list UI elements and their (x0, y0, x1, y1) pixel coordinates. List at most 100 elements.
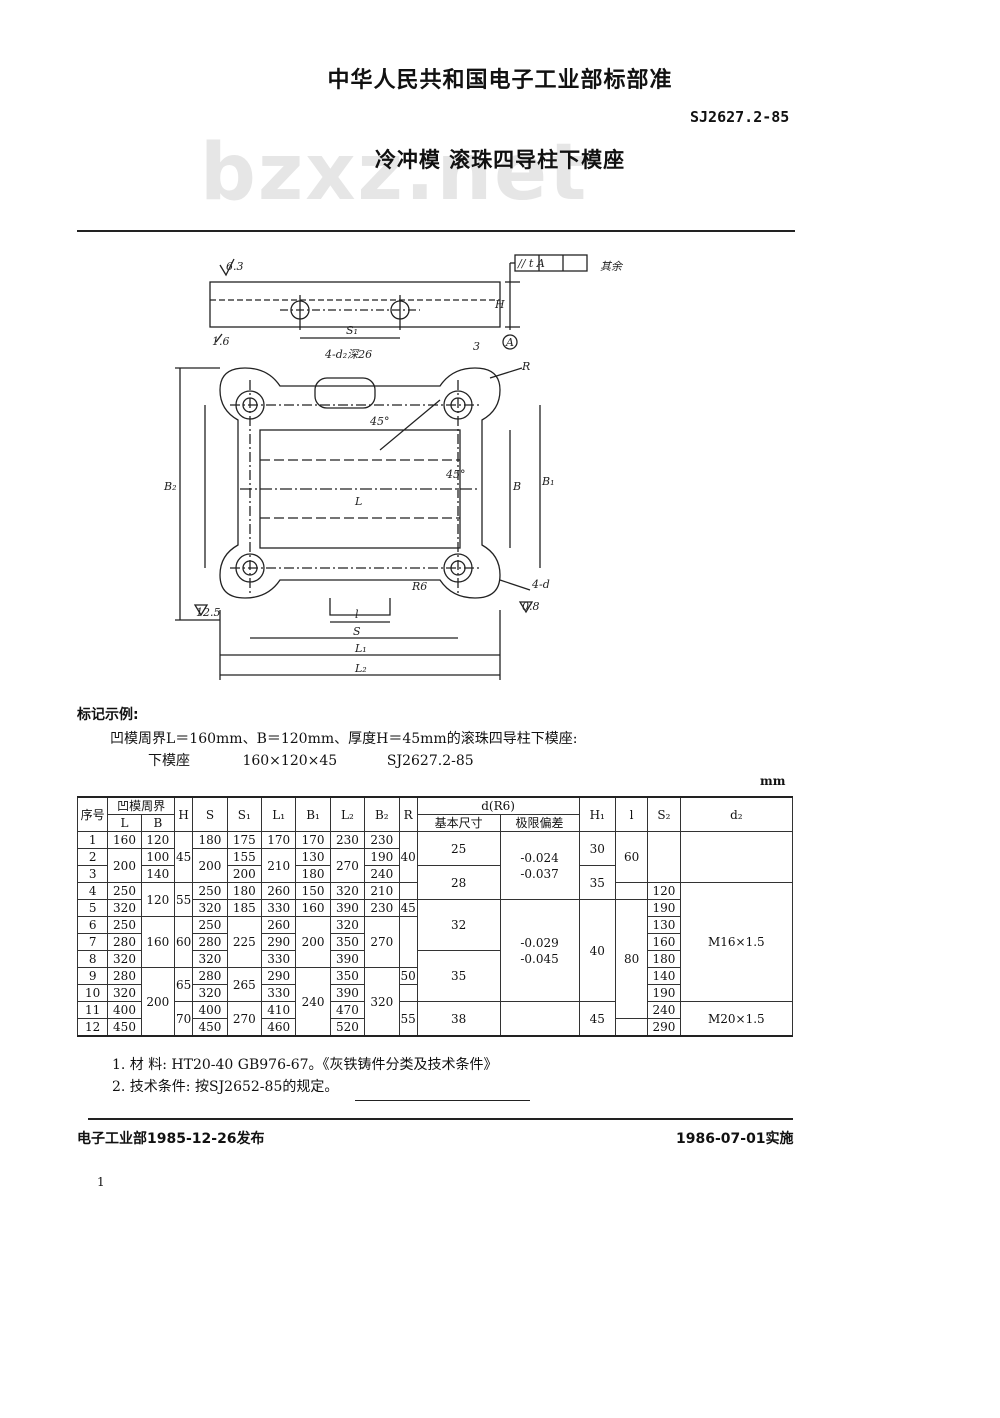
table-cell: 30 (578, 831, 616, 866)
example-description: 凹模周界L＝160mm、B＝120mm、厚度H＝45mm的滚珠四导柱下模座: (110, 731, 578, 747)
table-cell: 320 (192, 899, 228, 917)
label-r6: R6 (411, 580, 427, 593)
table-cell: 200 (226, 865, 263, 883)
table-cell: 185 (226, 899, 263, 917)
table-cell: 210 (364, 882, 400, 900)
table-cell (679, 831, 794, 883)
table-cell: 65 (174, 967, 194, 1002)
label-angle-1: 45° (369, 415, 390, 428)
table-cell: 330 (260, 899, 297, 917)
label-s: S (353, 625, 361, 638)
table-cell: 320 (107, 950, 142, 968)
example-size: 160×120×45 (242, 753, 338, 769)
label-roughness-left: 12.5 (196, 606, 221, 619)
note-material: 1. 材 料: HT20-40 GB976-67。《灰铁铸件分类及技术条件》 (112, 1057, 498, 1073)
example-std: SJ2627.2-85 (386, 753, 474, 769)
table-cell: 160 (140, 916, 176, 968)
table-cell: 160 (647, 933, 681, 951)
table-cell: 390 (329, 950, 366, 968)
table-row: 4 250 120 55 250 180 260 150 320 210 120… (76, 882, 794, 1002)
table-cell (647, 831, 681, 883)
table-cell: 190 (647, 984, 681, 1002)
table-cell: 350 (329, 933, 366, 951)
header-d-basic: 基本尺寸 (416, 814, 501, 832)
table-cell: 240 (364, 865, 400, 883)
header-B: B (140, 814, 176, 832)
table-cell: 35 (578, 865, 616, 900)
table-cell: 2 (76, 848, 109, 866)
table-cell: 40 (398, 831, 418, 883)
table-cell: 200 (295, 916, 331, 968)
table-cell: 350 (329, 967, 366, 985)
table-cell: 45 (174, 831, 194, 883)
table-cell: 450 (107, 1018, 142, 1037)
header-s1: S₁ (226, 796, 263, 832)
table-cell: 450 (192, 1018, 228, 1037)
table-cell: 175 (226, 831, 263, 849)
table-cell: 180 (192, 831, 228, 849)
example-marking: 下模座 160×120×45 SJ2627.2-85 (148, 750, 474, 770)
header-l: l (614, 796, 649, 832)
header-h: H (174, 796, 194, 832)
table-cell: 25 (416, 831, 501, 866)
label-b1: B₁ (541, 475, 555, 488)
table-cell: 120 (647, 882, 681, 900)
table-cell (614, 882, 649, 900)
table-cell: 8 (76, 950, 109, 968)
document-title: 冷冲模 滚珠四导柱下模座 (374, 148, 626, 172)
table-cell: 330 (260, 984, 297, 1002)
table-cell: M16×1.5 (679, 882, 794, 1002)
table-cell: 140 (647, 967, 681, 985)
table-cell: 280 (107, 967, 142, 985)
table-cell: 150 (295, 882, 331, 900)
label-hole-note: 4-d₂深26 (324, 348, 372, 361)
table-cell: 60 (174, 916, 194, 968)
label-roughness-side: 1.6 (212, 335, 230, 348)
watermark: bzxz.net (200, 128, 589, 218)
table-cell: 9 (76, 967, 109, 985)
standard-number: SJ2627.2-85 (690, 108, 790, 126)
table-cell: 320 (192, 984, 228, 1002)
table-cell: 180 (647, 950, 681, 968)
table-cell: 100 (140, 848, 176, 866)
table-cell: 60 (614, 831, 649, 883)
table-cell (499, 1001, 580, 1037)
header-l2: L₂ (329, 796, 366, 832)
table-cell: 470 (329, 1001, 366, 1019)
table-cell: 55 (398, 1001, 418, 1037)
header-d2: d₂ (679, 796, 794, 832)
label-s1: S₁ (346, 324, 358, 337)
table-cell: 45 (578, 1001, 616, 1037)
table-cell: 320 (329, 882, 366, 900)
table-cell: 520 (329, 1018, 366, 1037)
table-cell: 120 (140, 882, 176, 917)
example-label: 标记示例: (77, 707, 139, 723)
table-cell: 45 (398, 899, 418, 917)
table-cell: 6 (76, 916, 109, 934)
table-cell: -0.029-0.045 (499, 899, 580, 1002)
table-cell: 5 (76, 899, 109, 917)
issued-date: 电子工业部1985-12-26发布 (77, 1131, 265, 1147)
technical-drawing: 6.3 // t A 其余 A S₁ 3 4-d₂深26 45° 45° R L… (163, 254, 624, 680)
table-cell: 230 (329, 831, 366, 849)
table-cell: 210 (260, 848, 297, 883)
table-cell: 4 (76, 882, 109, 900)
label-l1: L₁ (354, 642, 367, 655)
label-b2: B₂ (163, 480, 177, 493)
table-cell: 40 (578, 899, 616, 1002)
table-cell (398, 916, 418, 968)
header-r: R (398, 796, 418, 832)
table-cell: 55 (174, 882, 194, 917)
header-d-dev: 极限偏差 (499, 814, 580, 832)
header-L: L (107, 814, 142, 832)
table-cell: 280 (107, 933, 142, 951)
table-cell: 1 (76, 831, 109, 849)
table-cell: 10 (76, 984, 109, 1002)
table-cell: 250 (107, 916, 142, 934)
example-name: 下模座 (148, 753, 190, 769)
header-seq: 序号 (76, 796, 109, 832)
table-cell: 250 (192, 916, 228, 934)
label-l2: L₂ (354, 662, 367, 675)
table-cell: 120 (140, 831, 176, 849)
table-cell: 270 (364, 916, 400, 968)
